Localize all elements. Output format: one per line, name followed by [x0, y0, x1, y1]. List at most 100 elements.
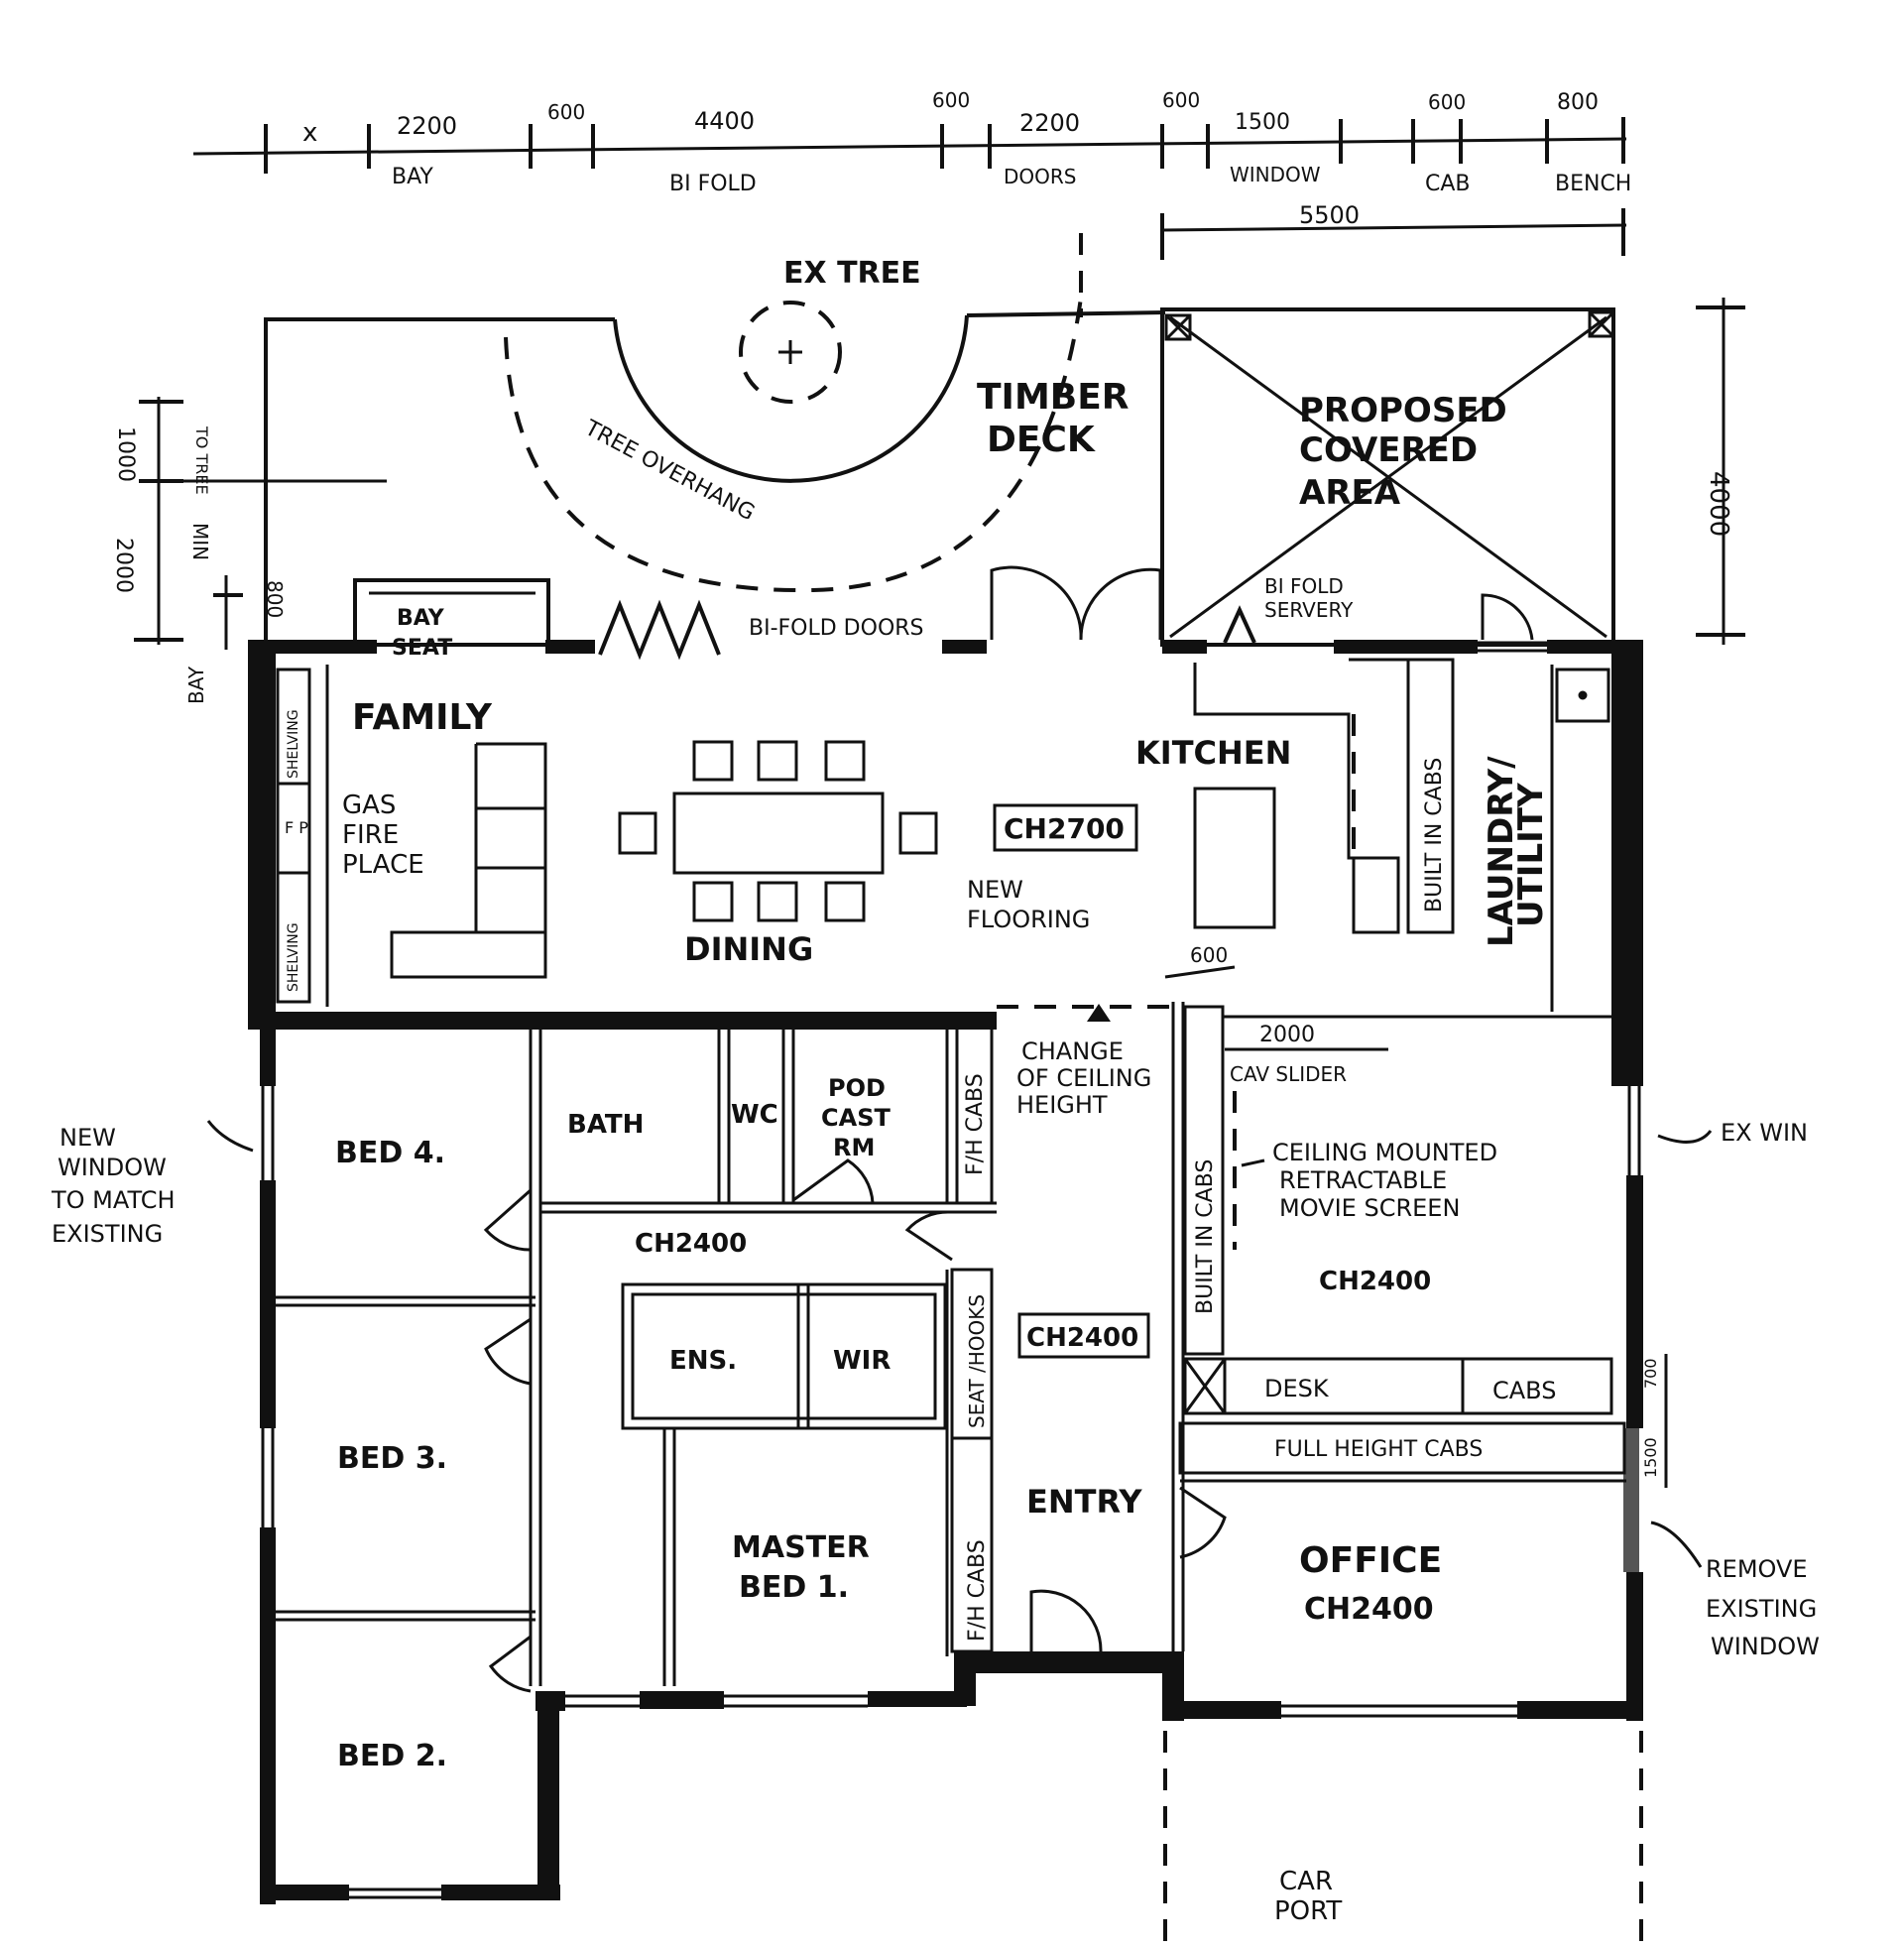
remove-window-note-3: WINDOW	[1711, 1633, 1820, 1660]
screen-label-1: CEILING MOUNTED	[1272, 1139, 1497, 1166]
covered-area-label-2: COVERED	[1299, 430, 1478, 470]
dim-4400: 4400	[694, 107, 755, 135]
desk-label: DESK	[1264, 1375, 1330, 1402]
interior-walls	[276, 658, 1643, 1949]
built-in-cabs-kitchen-label: BUILT IN CABS	[1422, 758, 1447, 913]
dim-bay-left: BAY	[184, 666, 208, 704]
bifold-servery-label-1: BI FOLD	[1264, 574, 1344, 598]
new-window-note-1: NEW	[60, 1124, 116, 1152]
timber-deck-label-2: DECK	[987, 420, 1096, 460]
bay-seat-label-2: SEAT	[392, 636, 452, 661]
wir-label: WIR	[833, 1346, 891, 1376]
screen-label-2: RETRACTABLE	[1279, 1166, 1447, 1194]
podcast-label-3: RM	[833, 1134, 875, 1161]
laundry-label-2: UTILITY	[1511, 783, 1551, 927]
shelving-top-label: SHELVING	[286, 709, 301, 779]
ens-label: ENS.	[669, 1346, 737, 1376]
seat-hooks-label: SEAT /HOOKS	[965, 1294, 989, 1428]
podcast-label-1: POD	[828, 1074, 886, 1102]
dim-2200-doors: 2200	[1019, 109, 1080, 137]
windows	[261, 641, 1641, 1899]
change-ceiling-label-3: HEIGHT	[1016, 1091, 1108, 1119]
dim-1000: 1000	[113, 426, 138, 482]
cav-slider-label: CAV SLIDER	[1230, 1062, 1347, 1086]
new-window-note-4: EXISTING	[52, 1220, 163, 1248]
dim-700-label: 700	[1641, 1358, 1660, 1389]
gas-fire-label-3: PLACE	[342, 850, 424, 880]
remove-window-note-2: EXISTING	[1706, 1595, 1817, 1623]
office-ch-label: CH2400	[1304, 1592, 1434, 1627]
bifold-doors-label: BI-FOLD DOORS	[749, 616, 924, 641]
gas-fire-label-1: GAS	[342, 791, 396, 820]
ch2400-box-label: CH2400	[1026, 1323, 1138, 1353]
walls	[248, 578, 1643, 1904]
dim-2000-left: 2000	[111, 538, 136, 593]
ch2400-hall-label: CH2400	[635, 1229, 747, 1259]
timber-deck	[264, 233, 1615, 661]
bed2-label: BED 2.	[337, 1739, 447, 1773]
screen-label-3: MOVIE SCREEN	[1279, 1194, 1460, 1222]
dim-600-d: 600	[1428, 90, 1466, 114]
dining-label: DINING	[684, 930, 813, 968]
car-port-label-1: CAR	[1279, 1867, 1333, 1896]
dim-label-bay: BAY	[392, 165, 433, 189]
dim-label-cab: CAB	[1425, 172, 1471, 196]
dim-1500: 1500	[1235, 110, 1290, 135]
fh-cabs-bottom-label: F/H CABS	[965, 1539, 990, 1642]
dim-label-doors: DOORS	[1004, 165, 1076, 188]
dim-600-a: 600	[547, 100, 585, 124]
car-port-label-2: PORT	[1274, 1896, 1342, 1926]
dim-600-b: 600	[932, 88, 970, 112]
dim-to-tree: TO TREE	[192, 426, 211, 495]
new-flooring-label-2: FLOORING	[967, 906, 1090, 933]
bay-seat-label-1: BAY	[397, 606, 445, 631]
new-flooring-label-1: NEW	[967, 876, 1023, 904]
ex-tree-label: EX TREE	[783, 256, 921, 291]
covered-area-label-1: PROPOSED	[1299, 391, 1507, 430]
change-ceiling-label-1: CHANGE	[1021, 1037, 1124, 1065]
full-height-cabs-label: FULL HEIGHT CABS	[1274, 1437, 1483, 1462]
side-dimensions: 4000 1000 TO TREE 2000 MIN 800 BAY	[111, 298, 1745, 704]
covered-area-label-3: AREA	[1299, 473, 1401, 513]
bath-label: BATH	[567, 1110, 644, 1140]
bifold-servery-label-2: SERVERY	[1264, 598, 1354, 622]
change-ceiling-label-2: OF CEILING	[1016, 1064, 1151, 1092]
bed3-label: BED 3.	[337, 1441, 447, 1476]
master-bed-label-1: MASTER	[732, 1530, 870, 1565]
shelving-bottom-label: SHELVING	[286, 922, 301, 992]
bed4-label: BED 4.	[335, 1136, 445, 1170]
master-bed-label-2: BED 1.	[739, 1570, 849, 1605]
office-label: OFFICE	[1299, 1540, 1442, 1581]
entry-label: ENTRY	[1026, 1483, 1142, 1521]
dim-800: 800	[1557, 90, 1599, 115]
dim-2200-bay: 2200	[397, 112, 457, 140]
kitchen-label: KITCHEN	[1135, 734, 1291, 772]
dim-600-c: 600	[1162, 88, 1200, 112]
gas-fire-label-2: FIRE	[342, 820, 399, 850]
podcast-label-2: CAST	[821, 1104, 891, 1132]
new-window-note-3: TO MATCH	[51, 1186, 176, 1214]
new-window-note-2: WINDOW	[58, 1154, 167, 1181]
wc-label: WC	[731, 1100, 778, 1130]
dim-label-bench: BENCH	[1555, 172, 1631, 196]
ex-win-note: EX WIN	[1721, 1119, 1808, 1147]
dim-5500: 5500	[1299, 201, 1360, 229]
dim-x: x	[302, 118, 317, 148]
dim-4000: 4000	[1704, 471, 1733, 537]
ch2400-media-label: CH2400	[1319, 1267, 1431, 1296]
timber-deck-label-1: TIMBER	[977, 377, 1130, 418]
dim-label-window: WINDOW	[1230, 163, 1321, 186]
dim-2000-slider: 2000	[1259, 1023, 1315, 1047]
dim-1500-right-label: 1500	[1641, 1437, 1660, 1478]
fh-cabs-top-label: F/H CABS	[963, 1073, 988, 1175]
remove-window-note-1: REMOVE	[1706, 1555, 1808, 1583]
fp-label: F P	[285, 818, 308, 837]
family-label: FAMILY	[352, 697, 493, 738]
built-in-cabs-media-label: BUILT IN CABS	[1193, 1159, 1218, 1314]
cabs-label: CABS	[1492, 1377, 1556, 1404]
dim-min: MIN	[188, 523, 212, 560]
top-dimension-string: x 2200 600 4400 600 2200 600 1500 600 80…	[192, 88, 1631, 260]
ch2700-label: CH2700	[1004, 812, 1125, 845]
dim-label-bifold: BI FOLD	[669, 172, 757, 196]
